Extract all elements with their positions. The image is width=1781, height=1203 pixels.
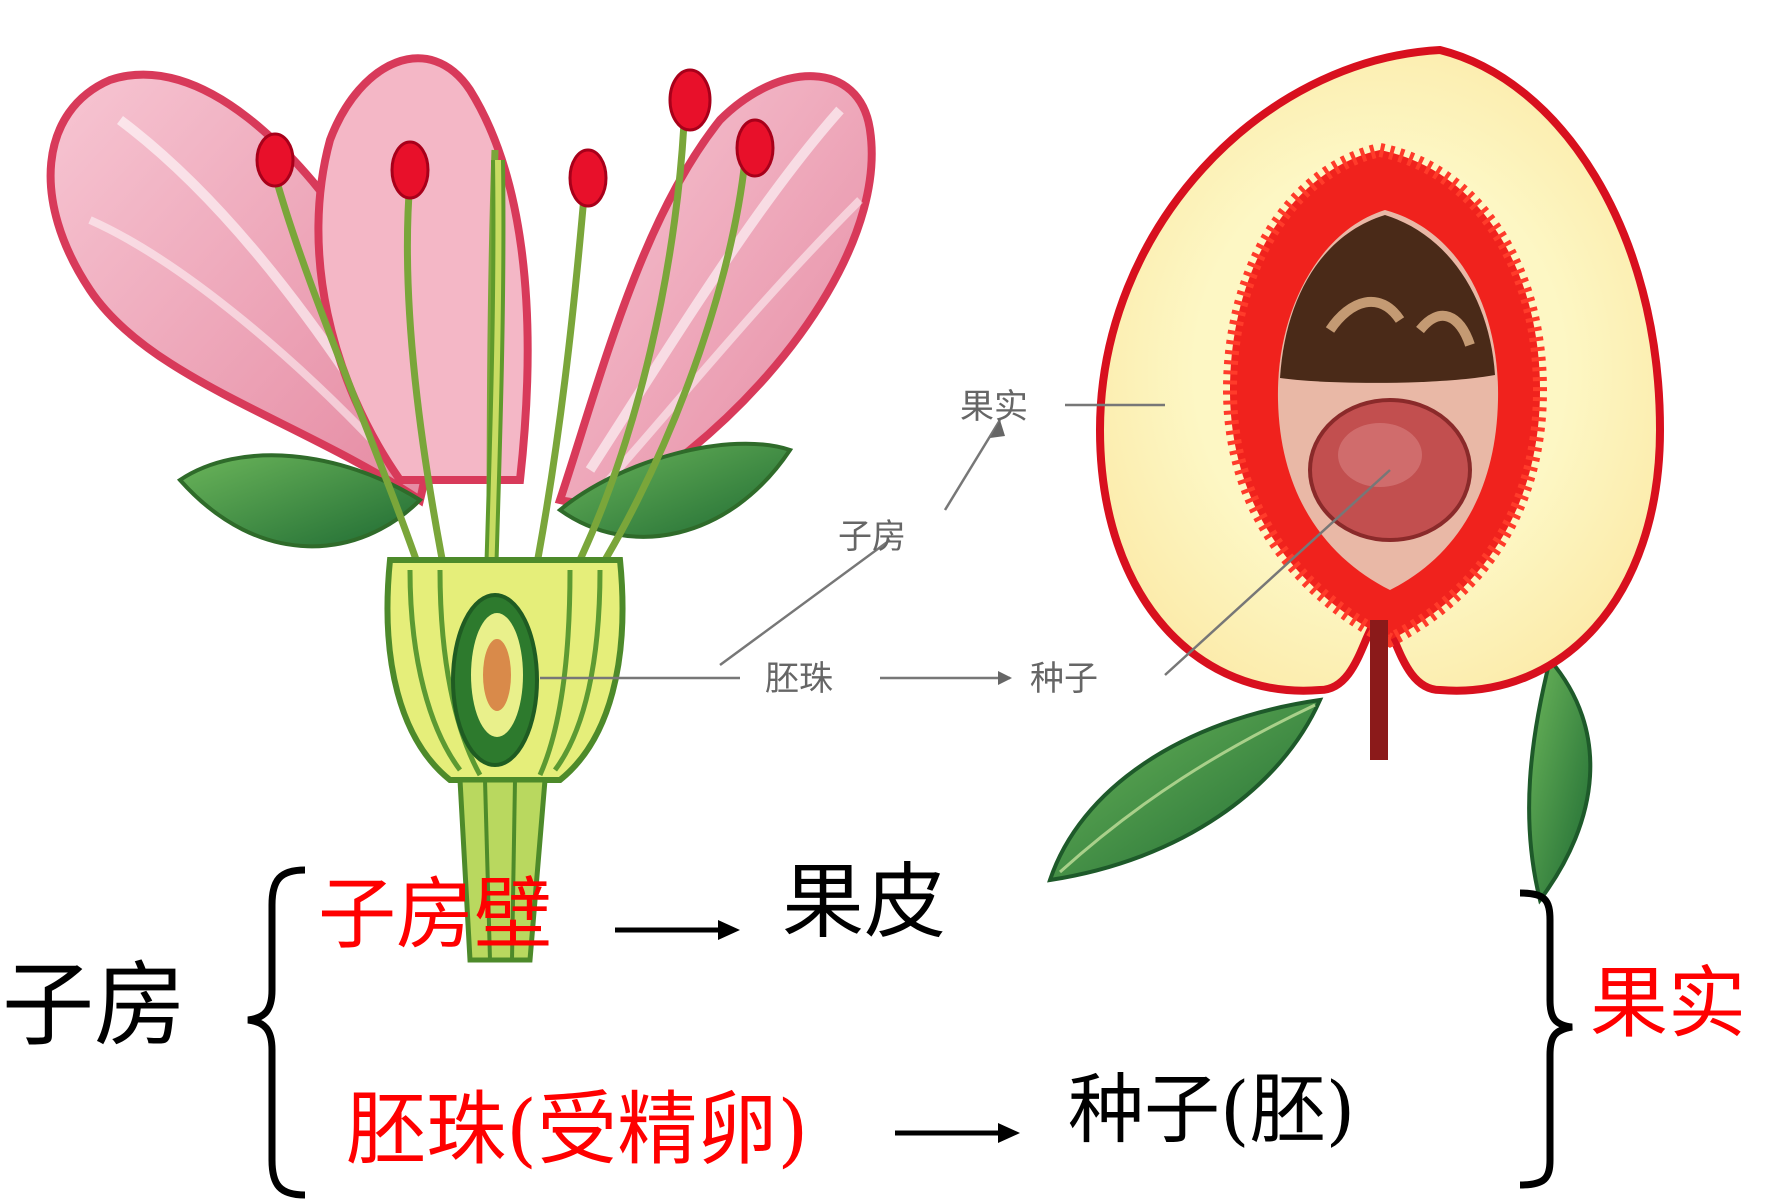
scheme-ovary-wall: 子房壁 bbox=[318, 876, 552, 954]
scheme-pericarp: 果皮 bbox=[782, 862, 946, 944]
arrowhead-ovule-seed bbox=[998, 671, 1012, 685]
label-ovule: 胚珠 bbox=[765, 659, 833, 699]
ovule bbox=[483, 639, 511, 711]
peach-stem bbox=[1370, 620, 1388, 760]
label-fruit: 果实 bbox=[960, 387, 1028, 427]
left-brace bbox=[248, 870, 305, 1195]
flower-illustration bbox=[51, 58, 872, 960]
scheme-ovule: 胚珠(受精卵) bbox=[346, 1090, 808, 1170]
fruit-leaf-left bbox=[1050, 700, 1320, 880]
label-seed: 种子 bbox=[1030, 659, 1098, 699]
right-brace bbox=[1520, 893, 1572, 1185]
scheme-ovary: 子房 bbox=[2, 960, 186, 1052]
fruit-illustration bbox=[1050, 50, 1660, 900]
label-ovary: 子房 bbox=[838, 517, 906, 557]
fruit-leaf-right bbox=[1529, 660, 1590, 900]
scheme-fruit: 果实 bbox=[1590, 965, 1746, 1043]
scheme-seed: 种子(胚) bbox=[1068, 1072, 1355, 1148]
